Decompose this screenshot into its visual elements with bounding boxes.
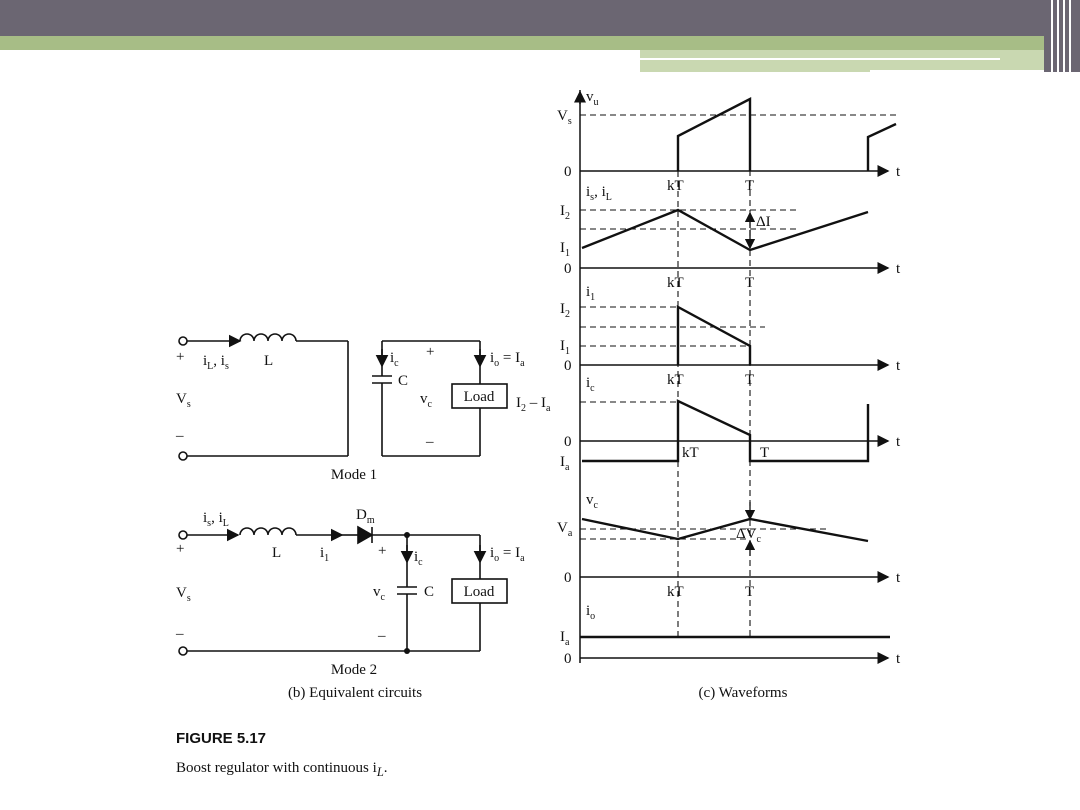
mode1-load-label: Load [464, 389, 495, 405]
mode2-cap-label: C [424, 584, 434, 600]
is-delta-label: ΔI [756, 214, 771, 230]
ic-top-label: I2 – Ia [516, 395, 551, 414]
mode1-vs-label: Vs [176, 391, 191, 410]
mode1-cap-label: C [398, 373, 408, 389]
mode1-io-label: io = Ia [490, 350, 525, 369]
slide-top-bar [0, 0, 1080, 36]
slide-accent-bar [0, 36, 1080, 50]
is-axis-label: is, iL [586, 184, 612, 203]
ic-t-label: t [896, 434, 901, 450]
mode2-node-bottom [404, 648, 410, 654]
mode2-io-label: io = Ia [490, 545, 525, 564]
is-i1-label: I1 [560, 240, 570, 259]
vc-t-label: t [896, 570, 901, 586]
ic-kt-label: kT [682, 445, 699, 461]
mode1-vc-label: vc [420, 391, 433, 410]
circuits-caption: (b) Equivalent circuits [288, 685, 422, 701]
mode2-load-label: Load [464, 584, 495, 600]
mode1-cap-minus: – [425, 434, 434, 450]
waveform-traces [580, 97, 897, 639]
is-t-label: t [896, 261, 901, 277]
slide-accent-line [640, 58, 1000, 60]
mode2-node-top [404, 532, 410, 538]
figure-description-text: Boost regulator with continuous i [176, 760, 377, 776]
mode2-vc-label: vc [373, 584, 386, 603]
vu-level-label: Vs [557, 108, 572, 127]
i1-t-label: t [896, 358, 901, 374]
figure-description-end: . [383, 760, 388, 776]
ic-bottom-label: Ia [560, 454, 570, 473]
mode1-caption: Mode 1 [331, 467, 377, 483]
mode2-diode-label: Dm [356, 507, 375, 526]
i1-i1-label: I1 [560, 338, 570, 357]
is-kt-label: kT [667, 275, 684, 291]
ic-axis-label: ic [586, 375, 595, 394]
vu-kt-label: kT [667, 178, 684, 194]
is-T-label: T [745, 275, 754, 291]
io-axis-label: io [586, 603, 595, 622]
figure-description: Boost regulator with continuous iL. [176, 760, 388, 780]
mode2-cap-minus: – [377, 628, 386, 644]
io-t-label: t [896, 651, 901, 667]
vu-axis-label: vu [586, 89, 599, 108]
waveform-labels: vu Vs 0 t kT T is, iL I2 I1 ΔI 0 t kT T … [516, 89, 901, 701]
is-zero: 0 [564, 261, 572, 277]
mode2-minus: – [175, 626, 184, 642]
mode1-inductor-label: L [264, 353, 273, 369]
vu-zero: 0 [564, 164, 572, 180]
i1-T-label: T [745, 372, 754, 388]
mode2-ic-label: ic [414, 549, 423, 568]
mode2-vs-label: Vs [176, 585, 191, 604]
mode2-cap-plus: + [378, 543, 386, 559]
i1-zero: 0 [564, 358, 572, 374]
vc-zero: 0 [564, 570, 572, 586]
is-i2-label: I2 [560, 203, 570, 222]
mode1-plus: + [176, 349, 184, 365]
ic-T-label: T [760, 445, 769, 461]
vu-T-label: T [745, 178, 754, 194]
mode1-labels: + – Vs iL, is L ic C + – vc io = Ia Load… [175, 344, 525, 483]
waveforms-caption: (c) Waveforms [699, 685, 788, 701]
vu-t-label: t [896, 164, 901, 180]
mode2-circuit [178, 525, 508, 656]
mode2-caption: Mode 2 [331, 662, 377, 678]
io-level-label: Ia [560, 629, 570, 648]
mode1-ic-label: ic [390, 350, 399, 369]
vc-level-label: Va [557, 520, 573, 539]
mode2-inductor-label: L [272, 545, 281, 561]
vc-kt-label: kT [667, 584, 684, 600]
vc-axis-label: vc [586, 492, 599, 511]
mode1-current-label: iL, is [203, 353, 229, 372]
vc-T-label: T [745, 584, 754, 600]
vc-delta-label: ΔVc [736, 526, 761, 545]
mode2-current-label: is, iL [203, 510, 229, 529]
waveform-axes [574, 90, 890, 664]
mode1-minus: – [175, 428, 184, 444]
slide-corner-decoration [1044, 0, 1080, 72]
slide-accent-line-2 [870, 70, 1080, 73]
mode2-labels: + – Vs is, iL L Dm i1 + ic vc C – io = I… [175, 507, 525, 701]
figure-number: FIGURE 5.17 [176, 730, 267, 747]
slide-accent-bar-secondary [640, 50, 1080, 72]
mode1-cap-plus: + [426, 344, 434, 360]
mode1-circuit [178, 333, 508, 461]
i1-axis-label: i1 [586, 284, 595, 303]
waveform-dashed-guides [580, 100, 896, 640]
i1-kt-label: kT [667, 372, 684, 388]
mode2-plus: + [176, 541, 184, 557]
mode2-i1-label: i1 [320, 545, 329, 564]
i1-i2-label: I2 [560, 301, 570, 320]
figure-description-sub: L [376, 765, 384, 779]
io-zero: 0 [564, 651, 572, 667]
ic-zero: 0 [564, 434, 572, 450]
